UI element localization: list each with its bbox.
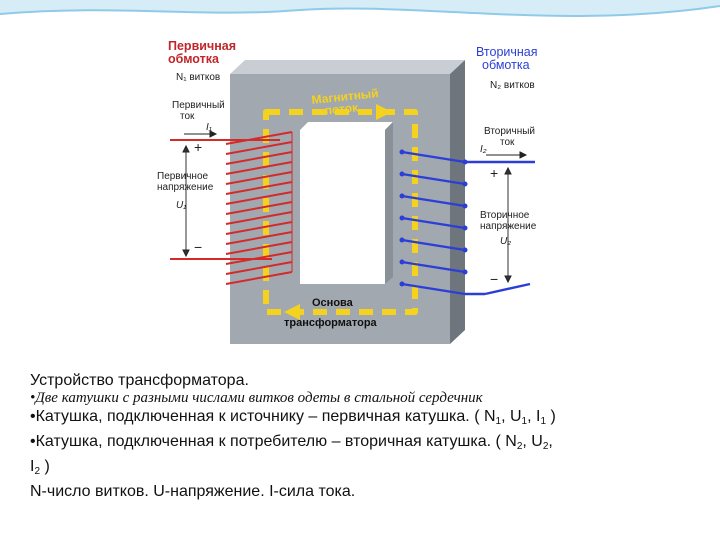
magnetic-flux-path — [263, 109, 418, 315]
flux-arrow-bottom — [284, 304, 300, 320]
secondary-current-label: Вторичный ток — [484, 126, 538, 148]
primary-turns-label: N₁ витков — [176, 72, 220, 83]
caption-bullet-1: •Две катушки с разными числами витков од… — [30, 390, 483, 406]
core-right-face — [450, 60, 465, 344]
primary-voltage-label: Первичное напряжение — [157, 171, 214, 193]
i1-label: I₁ — [206, 122, 212, 133]
secondary-winding-dots — [399, 149, 468, 287]
caption-bullet-2: •Катушка, подключенная к источнику – пер… — [30, 408, 556, 427]
caption-bullet-3: •Катушка, подключенная к потребителю – в… — [30, 433, 553, 477]
current-arrows — [182, 130, 528, 284]
secondary-voltage-label: Вторичное напряжение — [480, 210, 537, 232]
decorative-wave — [0, 0, 720, 17]
u1-label: U₁ — [176, 200, 186, 211]
secondary-turns-label: N₂ витков — [490, 80, 535, 91]
i2-label: I₂ — [480, 144, 487, 155]
primary-current-label: Первичный ток — [172, 100, 228, 122]
primary-minus: − — [194, 239, 202, 255]
flux-arrow-top — [376, 104, 392, 120]
transformer-diagram: Первичная обмотка N₁ витков Первичный то… — [157, 39, 541, 344]
secondary-minus: − — [490, 271, 498, 287]
primary-plus: + — [194, 139, 202, 155]
core-top-face — [230, 60, 465, 74]
primary-winding-label: Первичная обмотка — [168, 39, 239, 66]
magnetic-flux-label: Магнитный поток — [311, 86, 384, 119]
u2-label: U₂ — [500, 236, 511, 247]
caption: Устройство трансформатора. •Две катушки … — [30, 372, 700, 502]
caption-title: Устройство трансформатора. — [30, 372, 249, 389]
caption-legend: N-число витков. U-напряжение. I-сила ток… — [30, 483, 356, 500]
primary-winding — [170, 131, 293, 285]
secondary-winding — [401, 150, 535, 296]
core-front — [230, 74, 450, 344]
secondary-winding-label: Вторичная обмотка — [476, 45, 541, 72]
core-base-label: Основа трансформатора — [284, 297, 378, 329]
secondary-plus: + — [490, 165, 498, 181]
